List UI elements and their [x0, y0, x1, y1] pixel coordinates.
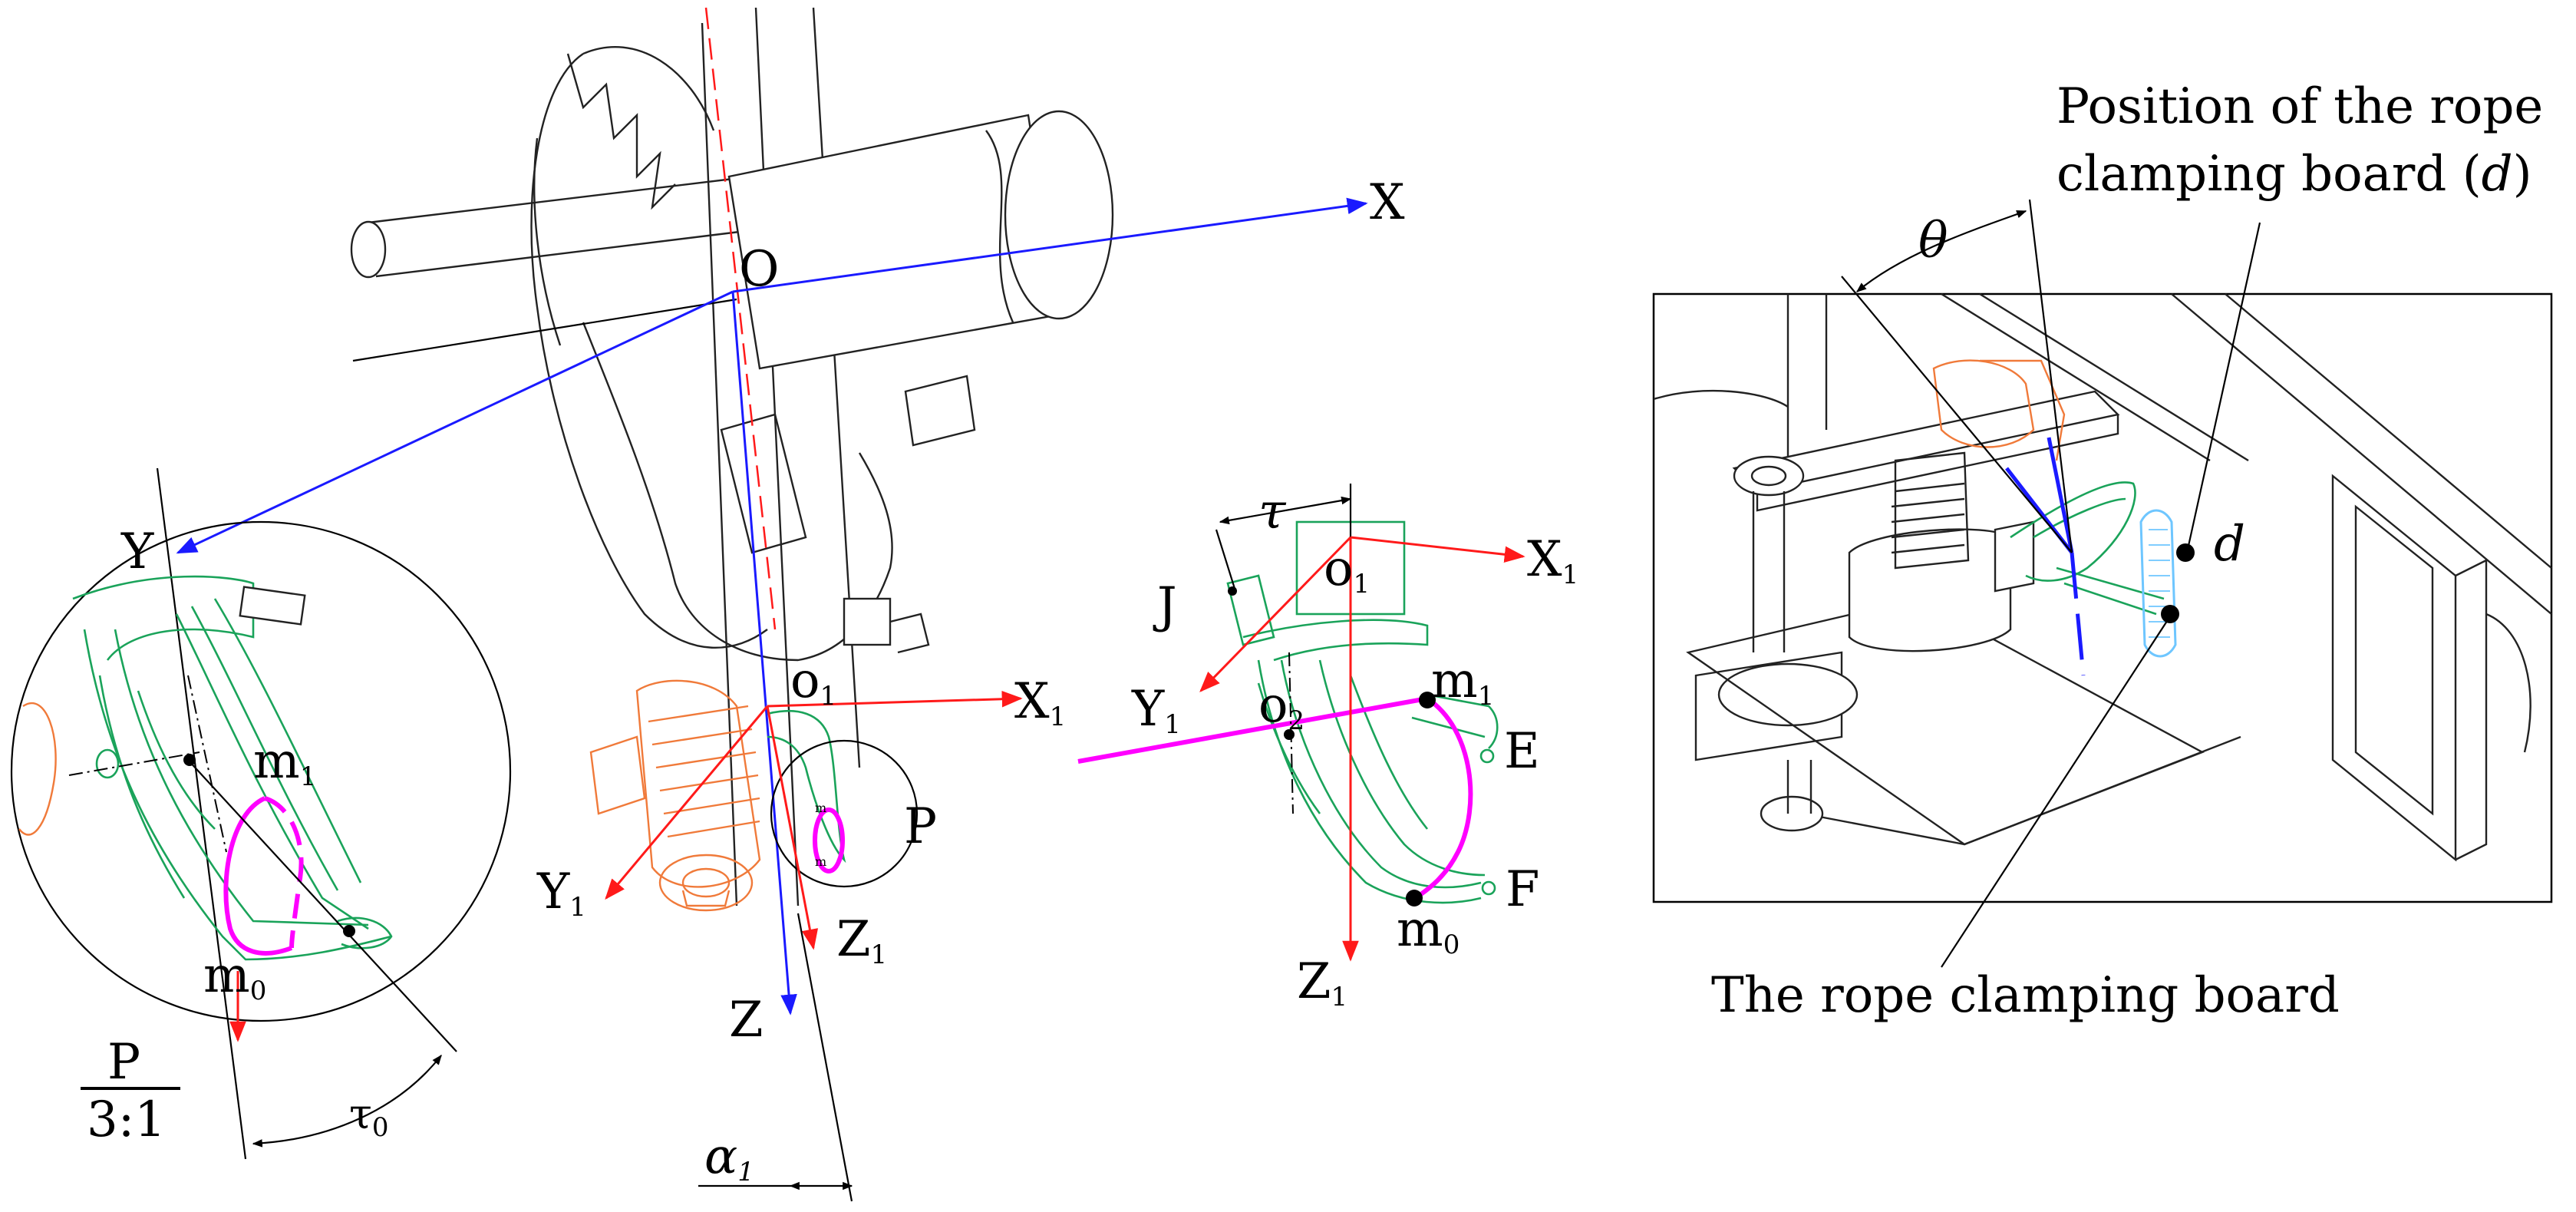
detail-tip-point: [343, 925, 355, 937]
axis-z1-line: [766, 705, 819, 950]
hook-m1-label: m1: [1431, 652, 1494, 712]
theta-line-left: [1841, 276, 2073, 553]
mini-trajectory: [813, 807, 845, 873]
detail-m0-label: m0: [203, 947, 266, 1006]
hook-j-label: J: [1153, 577, 1177, 634]
detail-tau-line: [187, 759, 457, 1052]
axis-x-label: X: [1370, 174, 1405, 231]
hook-j-block: [1226, 574, 1275, 646]
hook-m1-point: [1419, 692, 1436, 708]
board-view: Position of the rope clamping board (d) …: [1652, 78, 2553, 1024]
gear-teeth: [566, 53, 676, 210]
axis-z1-label: Z1: [836, 911, 887, 970]
detail-tau0-label: τ0: [349, 1090, 389, 1143]
board-frame: [1652, 292, 2553, 903]
spring-assembly: [589, 679, 761, 912]
caption-clamping-board: The rope clamping board: [1711, 967, 2340, 1024]
hook-trajectory-line: [1077, 696, 1428, 764]
detail-centerline-v: [187, 675, 227, 853]
detail-trajectory: [223, 796, 293, 956]
main-disc: [530, 53, 768, 649]
hook-e-label: E: [1504, 723, 1540, 780]
leader-board: [1941, 613, 2172, 968]
lower-arm: [582, 322, 893, 662]
hook-y1-label: Y1: [1131, 681, 1181, 740]
axis-y1-label: Y1: [536, 864, 586, 923]
axis-x-line: [732, 197, 1368, 293]
hook-point-e-marker: [1479, 748, 1495, 764]
mini-m1-label: m: [815, 801, 826, 815]
shaft-end: [350, 220, 387, 279]
axis-y1-line: [605, 705, 769, 900]
detail-view: Y m1 m0 τ0 P 3:1: [10, 467, 512, 1160]
alpha-reference-line: [797, 913, 853, 1202]
detail-ref-label: P: [904, 798, 937, 855]
origin1-label: o1: [790, 652, 836, 712]
origin-label: O: [739, 241, 779, 298]
detail-pivot-point: [183, 754, 196, 766]
caption-position-line1: Position of the rope: [2057, 78, 2543, 135]
alpha-label: α1: [704, 1128, 754, 1187]
hook-f-label: F: [1506, 861, 1539, 918]
mini-hook: [767, 709, 846, 864]
axis-x1-line: [767, 690, 1023, 708]
scale-ratio: 3:1: [87, 1091, 166, 1148]
axis-z-label: Z: [729, 992, 763, 1049]
hook-z1-label: Z1: [1297, 953, 1347, 1012]
axis-x1-label: X1: [1014, 673, 1066, 732]
axis-y-line: [176, 290, 734, 554]
clamping-board: [2139, 509, 2177, 658]
axis-z-line: [731, 291, 797, 1016]
scale-name: P: [107, 1034, 140, 1091]
caption-position-line2: clamping board (d): [2057, 146, 2532, 203]
shaft: [368, 175, 753, 278]
theta-arc: [1855, 210, 2027, 292]
hook-m0-point: [1406, 890, 1423, 907]
leader-position: [2185, 222, 2261, 553]
hook-o2-label: o2: [1258, 677, 1304, 736]
main-mechanism-view: O X Z o1 X1 Y1 Z1 P α1 m m: [176, 7, 1405, 1202]
hook-point-f-marker: [1481, 880, 1496, 896]
detail-circle-p: [770, 739, 919, 888]
hook-o1-label: o1: [1324, 540, 1370, 599]
reference-line: [352, 298, 737, 362]
board-d-label: d: [2214, 516, 2245, 573]
mini-m0-label: m: [815, 854, 826, 869]
board-hook: [2010, 481, 2136, 582]
theta-label: θ: [1918, 213, 1948, 269]
tau-dimension: [1219, 496, 1352, 525]
board-blue-line-c: [2070, 552, 2086, 676]
center-dashed-line: [704, 7, 777, 630]
hook-trajectory-arc: [1413, 696, 1473, 900]
board-blue-line-b: [2047, 437, 2074, 553]
detail-centerline-h: [68, 751, 200, 776]
hook-x1-label: X1: [1527, 531, 1578, 590]
board-mechanism: [1653, 292, 2552, 862]
board-point: [2161, 605, 2179, 623]
detail-circle: [10, 520, 512, 1022]
hook-m0-label: m0: [1397, 901, 1460, 960]
tau0-arc: [252, 1054, 442, 1148]
hook-axis-x1: [1350, 536, 1525, 563]
board-d-point: [2176, 543, 2195, 562]
small-block: [843, 597, 892, 646]
theta-line-right: [2028, 199, 2073, 553]
detail-axis-y-label: Y: [120, 523, 154, 580]
hook-tau-label: τ: [1258, 484, 1287, 540]
hook-view: τ J o1 o2 X1 Y1 Z1 m1 m0 E F: [1077, 484, 1578, 1012]
detail-m1-label: m1: [253, 733, 316, 792]
hook-axis-y1: [1199, 536, 1352, 692]
